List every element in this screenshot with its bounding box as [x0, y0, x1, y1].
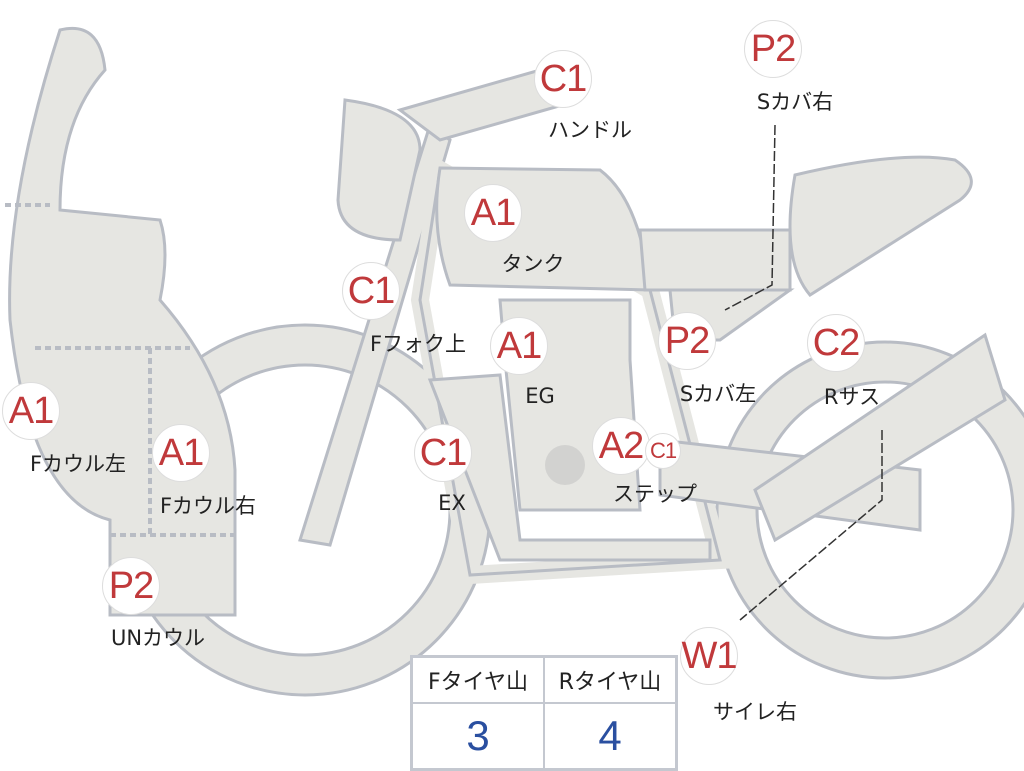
headlight [336, 98, 422, 242]
rear-tire-header: Rタイヤ山 [543, 655, 678, 704]
muffler [753, 332, 1007, 543]
seat [638, 228, 792, 292]
front-cowl [8, 26, 237, 617]
front-tire-header: Fタイヤ山 [410, 655, 545, 704]
rear-tire-value: 4 [543, 702, 678, 771]
exhaust [427, 373, 712, 562]
rear-wheel [717, 342, 1024, 678]
tail [788, 155, 973, 297]
front-tire-value: 3 [410, 702, 545, 771]
